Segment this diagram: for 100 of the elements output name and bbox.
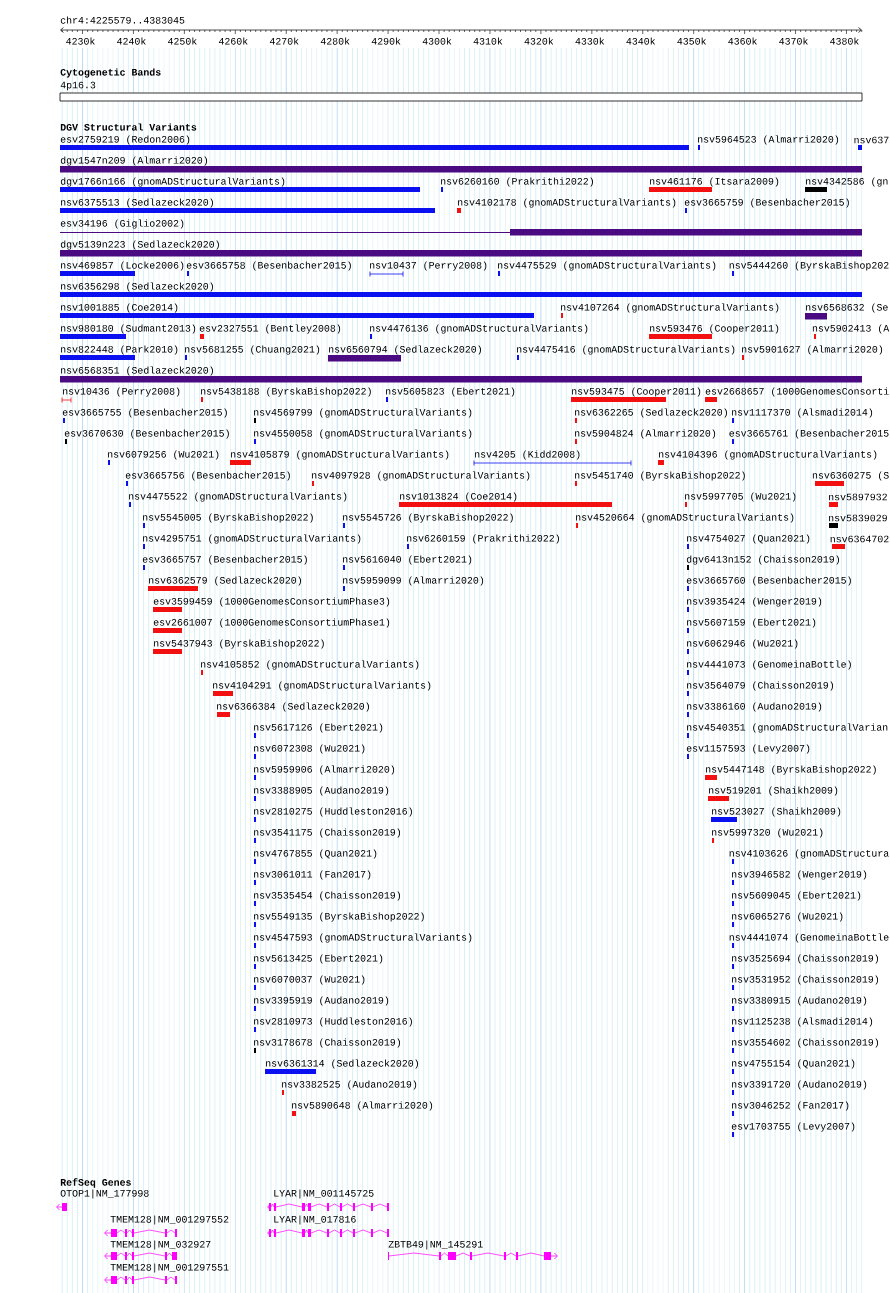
variant-feature: nsv4520664 (gnomADStructuralVariants)	[576, 513, 794, 528]
node-label: OTOP1|NM_177998	[60, 1189, 149, 1199]
node-label: nsv4102178 (gnomADStructuralVariants)	[458, 198, 676, 208]
variant-feature: nsv6070037 (Wu2021)	[254, 975, 365, 990]
gene-model: TMEM128|NM_001297552	[104, 1215, 229, 1237]
variant-feature: nsv4104396 (gnomADStructuralVariants)	[658, 450, 877, 465]
node-label: nsv980180 (Sudmant2013)	[61, 324, 196, 334]
node-label: TMEM128|NM_032927	[110, 1240, 211, 1250]
variant-feature: nsv5545005 (ByrskaBishop2022)	[143, 513, 313, 528]
cytoband: 4p16.3	[59, 81, 863, 102]
node-label: nsv3946582 (Wenger2019)	[732, 870, 867, 880]
node-label: nsv6072308 (Wu2021)	[254, 744, 365, 754]
node-label: esv2668657 (1000GenomesConsorti	[705, 387, 889, 397]
node-label: TMEM128|NM_001297551	[110, 1263, 229, 1273]
node-label: nsv4104396 (gnomADStructuralVariants)	[659, 450, 877, 460]
node-label: nsv5839029	[829, 514, 887, 522]
node-label: nsv4547593 (gnomADStructuralVariants)	[254, 933, 472, 943]
node-label: nsv2810973 (Huddleston2016)	[254, 1017, 412, 1027]
node-label: ZBTB49|NM_145291	[388, 1240, 483, 1250]
variant-feature: nsv3391720 (Audano2019)	[732, 1080, 867, 1095]
node-label: nsv4569799 (gnomADStructuralVariants)	[254, 408, 472, 418]
node-label: nsv5904824 (Almarri2020)	[575, 429, 716, 439]
variant-feature: nsv5997320 (Wu2021)	[712, 828, 823, 843]
variant-feature: esv3665757 (Besenbacher2015)	[142, 555, 307, 570]
variant-feature: nsv3946582 (Wenger2019)	[732, 870, 867, 885]
variant-feature: nsv5681255 (Chuang2021)	[185, 345, 320, 360]
node-label: esv3670630 (Besenbacher2015)	[64, 429, 229, 439]
variant-feature: dgv5139n223 (Sedlazeck2020)	[60, 240, 862, 257]
node-label: nsv3046252 (Fan2017)	[732, 1101, 849, 1111]
node-label: dgv6413n152 (Chaisson2019)	[686, 555, 839, 565]
node-label: nsv5451740 (ByrskaBishop2022)	[575, 471, 745, 481]
tick-label: 4330k	[575, 37, 605, 45]
variant-feature: nsv5964523 (Almarri2020)	[698, 135, 839, 150]
variant-feature: nsv4205 (Kidd2008)	[473, 450, 632, 466]
variant-feature: nsv5839029	[829, 514, 887, 528]
node-label: nsv3382525 (Audano2019)	[282, 1080, 417, 1090]
node-label: dgv1547n209 (Almarri2020)	[60, 156, 208, 166]
variant-feature: nsv3046252 (Fan2017)	[732, 1101, 849, 1116]
variant-feature: nsv5997705 (Wu2021)	[685, 492, 796, 507]
variant-feature: esv2759219 (Redon2006)	[60, 135, 689, 150]
variant-feature: nsv6568632 (Se	[805, 303, 888, 320]
node-label: nsv5545726 (ByrskaBishop2022)	[343, 513, 513, 523]
variant-feature: nsv2810973 (Huddleston2016)	[254, 1017, 412, 1032]
variant-feature: nsv5444260 (ByrskaBishop202	[729, 261, 889, 276]
node-label: nsv5613425 (Ebert2021)	[254, 954, 383, 964]
variant-feature: nsv1001885 (Coe2014)	[60, 303, 534, 318]
node-label: nsv3535454 (Chaisson2019)	[254, 891, 401, 901]
node-label: nsv3061011 (Fan2017)	[254, 870, 371, 880]
node-label: nsv4441073 (GenomeinaBottle)	[687, 660, 851, 670]
tick-label: 4310k	[473, 37, 503, 45]
tick-label: 4240k	[117, 37, 146, 45]
node-label: nsv4105852 (gnomADStructuralVariants)	[201, 660, 419, 670]
node-label: nsv4550058 (gnomADStructuralVariants)	[254, 429, 472, 439]
variant-feature: nsv5890648 (Almarri2020)	[292, 1101, 433, 1116]
node-label: nsv5607159 (Ebert2021)	[687, 618, 816, 628]
variant-feature: nsv4105852 (gnomADStructuralVariants)	[201, 660, 419, 675]
node-label: nsv4754027 (Quan2021)	[687, 534, 810, 544]
node-label: nsv3531952 (Chaisson2019)	[732, 975, 879, 985]
variant-feature: dgv1547n209 (Almarri2020)	[60, 156, 862, 173]
node-label: nsv4104291 (gnomADStructuralVariants)	[213, 681, 431, 691]
variant-feature: nsv5437943 (ByrskaBishop2022)	[153, 639, 324, 654]
variant-feature: nsv637	[854, 136, 889, 150]
tick-label: 4230k	[66, 37, 95, 45]
tick-label: 4370k	[779, 37, 808, 45]
node-label: nsv593475 (Cooper2011)	[572, 387, 701, 397]
node-label: nsv5890648 (Almarri2020)	[292, 1101, 433, 1111]
node-label: nsv4097928 (gnomADStructuralVariants)	[312, 471, 530, 481]
node-label: esv3665759 (Besenbacher2015)	[684, 198, 849, 208]
node-label: nsv5997705 (Wu2021)	[685, 492, 796, 502]
tick-label: 4250k	[168, 37, 197, 45]
variant-feature: nsv4441073 (GenomeinaBottle)	[687, 660, 851, 675]
node-label: LYAR|NM_001145725	[274, 1189, 374, 1199]
node-label: nsv461176 (Itsara2009)	[650, 177, 779, 187]
node-label: nsv6361314 (Sedlazeck2020)	[266, 1059, 418, 1069]
node-label: nsv6375513 (Sedlazeck2020)	[61, 198, 213, 208]
variant-feature: esv2668657 (1000GenomesConsorti	[705, 387, 889, 402]
node-label: nsv5959906 (Almarri2020)	[254, 765, 395, 775]
variant-feature: nsv6568351 (Sedlazeck2020)	[60, 366, 862, 383]
node-label: nsv3395919 (Audano2019)	[254, 996, 389, 1006]
node-label: nsv4295751 (gnomADStructuralVariants)	[143, 534, 361, 544]
variant-feature: nsv593476 (Cooper2011)	[649, 324, 779, 339]
variant-feature: nsv4295751 (gnomADStructuralVariants)	[143, 534, 361, 549]
node-label: dgv5139n223 (Sedlazeck2020)	[60, 240, 219, 250]
variant-feature: nsv3380915 (Audano2019)	[732, 996, 867, 1011]
variant-feature: nsv6362265 (Sedlazeck2020)	[575, 408, 727, 423]
variant-feature: esv3665758 (Besenbacher2015)	[186, 261, 351, 276]
variant-feature: nsv10437 (Perry2008)	[369, 261, 487, 277]
node-label: nsv4475416 (gnomADStructuralVariants)	[517, 345, 735, 355]
variant-feature: nsv6065276 (Wu2021)	[732, 912, 843, 927]
node-label: esv3665760 (Besenbacher2015)	[686, 576, 851, 586]
variant-feature: nsv6356298 (Sedlazeck2020)	[60, 282, 862, 297]
node-label: esv1703755 (Levy2007)	[731, 1122, 855, 1132]
gene-model: TMEM128|NM_032927	[104, 1240, 211, 1260]
node-label: nsv637	[854, 136, 889, 144]
node-label: nsv3554602 (Chaisson2019)	[732, 1038, 879, 1048]
variant-feature: nsv3531952 (Chaisson2019)	[732, 975, 879, 990]
variant-feature: esv3665756 (Besenbacher2015)	[125, 471, 290, 486]
node-label: nsv5897932	[829, 493, 887, 501]
variant-feature: nsv4475416 (gnomADStructuralVariants)	[517, 345, 735, 360]
node-label: nsv5444260 (ByrskaBishop202	[729, 261, 889, 271]
